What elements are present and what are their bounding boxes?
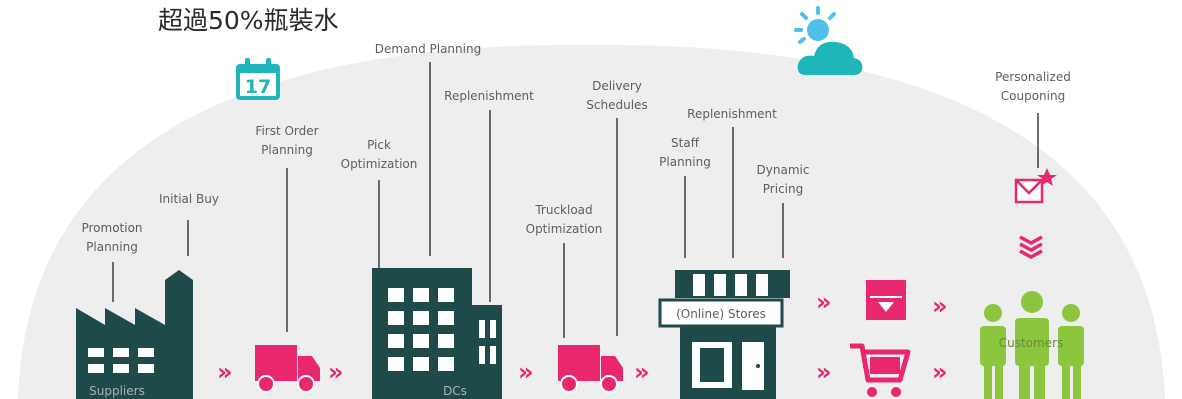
flow-arrow-4: » — [634, 358, 650, 386]
caption: 超過50%瓶裝水 — [158, 6, 339, 35]
flow-arrow-3: » — [518, 358, 534, 386]
label-replenishment-dc: Replenishment — [444, 89, 534, 103]
flow-arrow-1: » — [217, 358, 233, 386]
warehouse-icon — [372, 268, 502, 399]
node-customers: Customers — [999, 336, 1064, 350]
mail-star-icon — [1014, 168, 1057, 204]
leader-lines — [112, 62, 1039, 338]
shopping-cart-icon — [850, 343, 911, 397]
chevron-down-icon — [1019, 235, 1043, 259]
node-suppliers: Suppliers — [89, 384, 145, 398]
store-icon — [658, 270, 790, 399]
box-icon — [866, 280, 906, 320]
node-stores: (Online) Stores — [676, 307, 766, 321]
customers-icon — [980, 291, 1084, 399]
truck-icon-1 — [255, 345, 320, 393]
label-initial-buy: Initial Buy — [159, 192, 219, 206]
label-replenishment-store: Replenishment — [687, 107, 777, 121]
flow-arrow-2: » — [328, 358, 344, 386]
label-demand-planning: Demand Planning — [374, 42, 482, 56]
flow-arrow-6: » — [932, 292, 948, 320]
factory-icon — [76, 270, 193, 399]
truck-icon-2 — [558, 345, 623, 393]
calendar-day: 17 — [245, 76, 271, 98]
node-dcs: DCs — [443, 384, 467, 398]
flow-arrow-5: » — [816, 288, 832, 316]
flow-arrow-8: » — [932, 358, 948, 386]
flow-arrow-7: » — [816, 358, 832, 386]
calendar-icon: 17 — [236, 58, 280, 100]
sun-cloud-icon — [794, 6, 863, 76]
